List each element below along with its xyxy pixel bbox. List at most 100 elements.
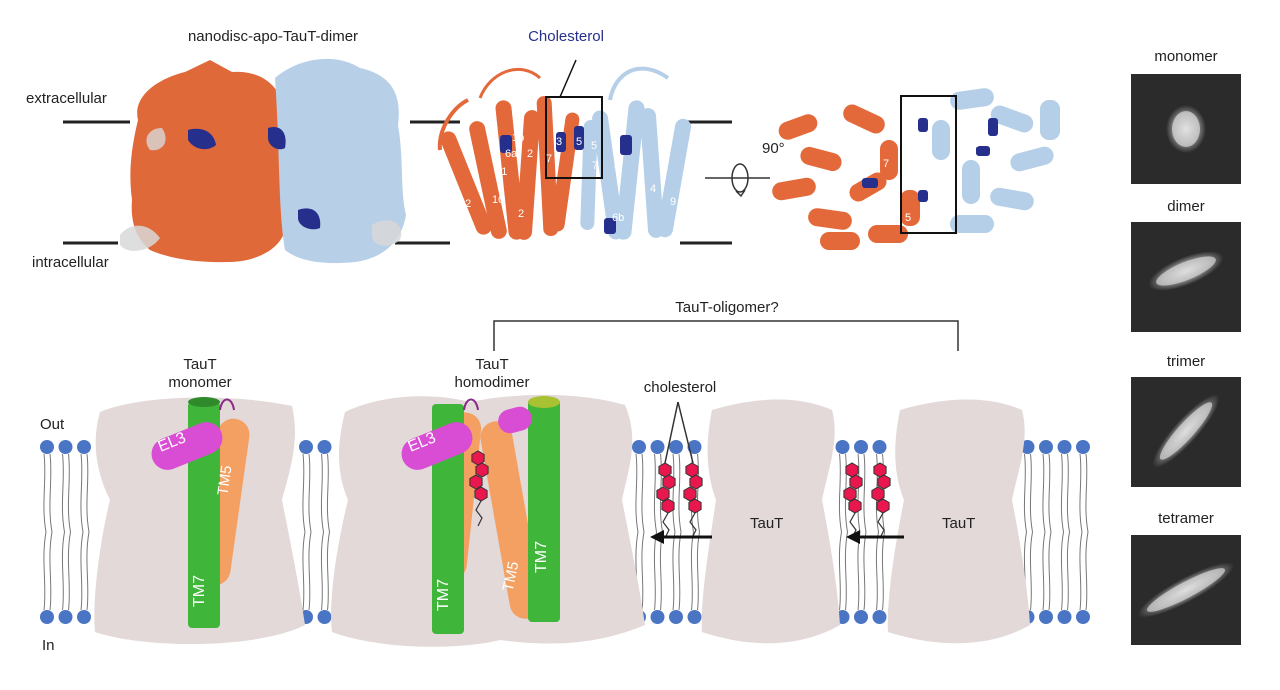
- lipid-tail: [641, 531, 645, 611]
- lipid-tail: [672, 453, 676, 533]
- taut-label-2: TauT: [942, 515, 976, 532]
- helix-number: 7: [592, 160, 599, 172]
- lipid-tail: [863, 531, 867, 611]
- cholesterol-ring: [876, 498, 890, 514]
- lipid-tail: [49, 531, 53, 611]
- helix-number: 9: [670, 196, 677, 208]
- extracellular-label: extracellular: [26, 90, 107, 107]
- oligomer-question: TauT-oligomer?: [675, 299, 779, 316]
- lipid-head: [317, 440, 332, 454]
- monomer-title-line2: monomer: [168, 374, 232, 391]
- lipid-tail: [320, 453, 324, 533]
- helix-number: 11: [496, 166, 508, 178]
- cholesterol-ring: [662, 474, 676, 490]
- lipid-head: [40, 440, 54, 454]
- cholesterol-ring: [475, 462, 489, 478]
- lipid-head: [1020, 440, 1035, 454]
- lipid-head: [40, 610, 54, 624]
- lipid-tail: [308, 453, 312, 533]
- lipid-tail: [326, 453, 330, 533]
- em-label-tetramer: tetramer: [1158, 510, 1214, 527]
- helix-number: 2: [527, 148, 534, 160]
- lipid-tail: [1085, 453, 1089, 533]
- lipid-head: [1057, 440, 1072, 454]
- cholesterol-ring: [848, 498, 862, 514]
- cholesterol-ring: [474, 486, 488, 502]
- lipid-tail: [863, 453, 867, 533]
- lipid-head: [58, 440, 73, 454]
- lipid-tail: [653, 453, 657, 533]
- lipid-tail: [838, 531, 842, 611]
- homodimer-helices: [401, 396, 560, 634]
- lipid-head: [317, 610, 332, 624]
- helix-number: 6a: [505, 148, 518, 160]
- lipid-tail: [326, 531, 330, 611]
- helix-number: 7: [546, 153, 553, 165]
- lipid-tail: [80, 453, 84, 533]
- lipid-head: [650, 440, 665, 454]
- lipid-tail: [690, 531, 694, 611]
- cholesterol-ring: [683, 486, 697, 502]
- lipid-tail: [659, 531, 663, 611]
- lipid-tail: [1048, 531, 1052, 611]
- lipid-head: [1076, 440, 1090, 454]
- lipid-head: [835, 440, 850, 454]
- lipid-tail: [696, 531, 700, 611]
- tm7-label-dimer-2: TM7: [533, 541, 550, 573]
- lipid-tail: [653, 531, 657, 611]
- cholesterol-ring: [877, 474, 891, 490]
- helix-number: 2: [892, 188, 899, 200]
- em-label-dimer: dimer: [1167, 198, 1205, 215]
- lipid-tail: [672, 531, 676, 611]
- lipid-head: [299, 440, 313, 454]
- cholesterol-tail: [475, 500, 483, 527]
- homodimer-title-line2: homodimer: [454, 374, 530, 391]
- lipid-tail: [678, 453, 682, 533]
- em-label-monomer: monomer: [1154, 48, 1218, 65]
- lipid-tail: [320, 531, 324, 611]
- lipid-tail: [61, 453, 65, 533]
- lipid-tail: [67, 531, 71, 611]
- em-label-trimer: trimer: [1166, 353, 1206, 370]
- lipid-tail: [1060, 453, 1064, 533]
- density-map: [120, 58, 406, 264]
- lipid-head: [77, 440, 91, 454]
- lipid-tail: [67, 453, 71, 533]
- helix-number: 2: [518, 208, 525, 220]
- cholesterol-ring: [689, 474, 703, 490]
- lipid-tail: [844, 531, 848, 611]
- taut-blob-1: [701, 399, 840, 644]
- helix-number: 5: [576, 136, 583, 148]
- cholesterol-bottom-label: cholesterol: [643, 379, 717, 396]
- lipid-tail: [86, 453, 90, 533]
- el3-helix: [151, 422, 223, 470]
- helix-number: 12: [459, 198, 472, 210]
- lipid-tail: [678, 531, 682, 611]
- oligomer-bracket: [493, 320, 959, 351]
- helix-number: 8: [614, 160, 621, 172]
- lipid-tail: [1066, 531, 1070, 611]
- lipid-tail: [696, 453, 700, 533]
- cholesterol-ring: [656, 486, 670, 502]
- helix-number: 1b: [512, 132, 525, 144]
- lipid-head: [687, 440, 702, 454]
- cholesterol-top-label: Cholesterol: [528, 28, 604, 45]
- association-arrows: [650, 530, 904, 544]
- lipid-tail: [86, 531, 90, 611]
- cholesterol-ring: [871, 486, 885, 502]
- lipid-tail: [1023, 453, 1027, 533]
- el3-helix-1: [401, 422, 473, 470]
- lipid-tail: [1029, 531, 1033, 611]
- cholesterol-ring: [661, 498, 675, 514]
- lipid-tail: [43, 453, 47, 533]
- cholesterol-box-side: [545, 96, 603, 179]
- lipid-head: [854, 610, 868, 624]
- cholesterol-leader: [559, 59, 577, 98]
- lipid-head: [669, 610, 683, 624]
- lipid-head: [650, 610, 665, 624]
- cholesterol-ring: [688, 498, 702, 514]
- em-class-averages: [1131, 74, 1241, 645]
- lipid-tail: [1066, 453, 1070, 533]
- cholesterol-tail: [689, 512, 697, 539]
